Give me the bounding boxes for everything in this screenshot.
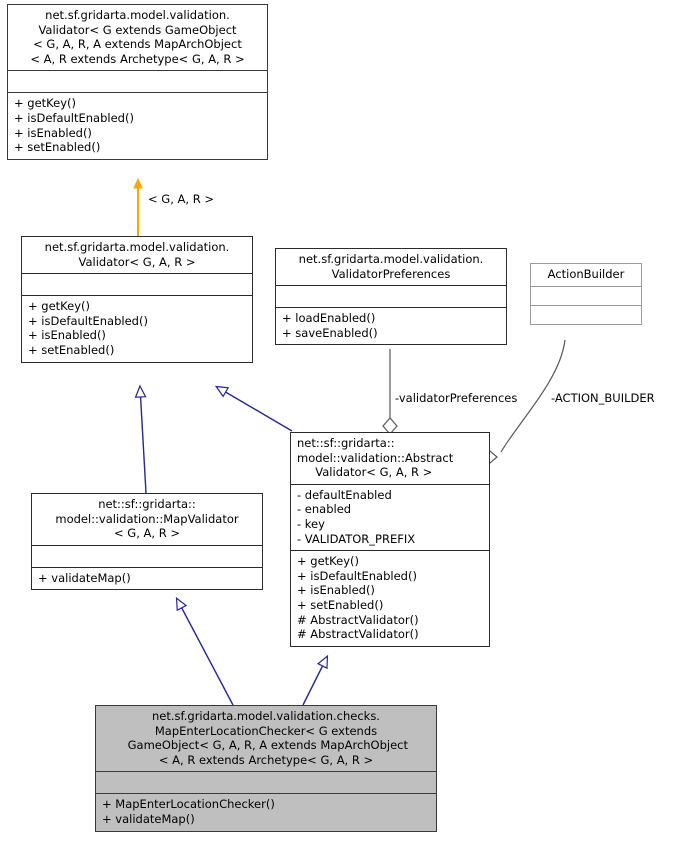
class-operations-abstract-validator: + getKey() + isDefaultEnabled() + isEnab… [291, 550, 489, 646]
class-box-abstract-validator[interactable]: net::sf::gridarta:: model::validation::A… [290, 432, 490, 647]
class-operations-map-validator: + validateMap() [32, 566, 262, 590]
class-attributes-action-builder [531, 285, 641, 305]
class-operations-map-enter-location-checker: + MapEnterLocationChecker() + validateMa… [96, 793, 436, 830]
edge-label-type-parameters: < G, A, R > [148, 192, 214, 206]
class-title-map-enter-location-checker: net.sf.gridarta.model.validation.checks.… [127, 709, 409, 767]
edge-abstract-validator-to-validator-gar [214, 385, 293, 432]
class-title-validator-preferences: net.sf.gridarta.model.validation. Valida… [298, 252, 484, 281]
class-operations-validator-full: + getKey() + isDefaultEnabled() + isEnab… [8, 92, 267, 158]
edge-label-validator-preferences-role: -validatorPreferences [395, 391, 518, 405]
edge-map-validator-to-validator-gar [134, 384, 147, 494]
class-operations-action-builder [531, 304, 641, 324]
class-attributes-validator-preferences [276, 285, 506, 307]
class-attributes-validator-full [8, 70, 267, 92]
edge-label-action-builder-role: -ACTION_BUILDER [551, 391, 655, 405]
edge-checker-to-abstract-validator [302, 654, 329, 706]
class-title-validator-full: net.sf.gridarta.model.validation. Valida… [30, 8, 245, 66]
class-title-map-validator: net::sf::gridarta:: model::validation::M… [55, 497, 239, 541]
class-attributes-validator-gar [22, 273, 252, 295]
class-operations-validator-gar: + getKey() + isDefaultEnabled() + isEnab… [22, 295, 252, 361]
class-attributes-map-enter-location-checker [96, 771, 436, 793]
class-box-validator-preferences[interactable]: net.sf.gridarta.model.validation. Valida… [275, 248, 507, 346]
class-title-validator-gar: net.sf.gridarta.model.validation. Valida… [44, 240, 230, 269]
class-box-map-enter-location-checker[interactable]: net.sf.gridarta.model.validation.checks.… [95, 705, 437, 832]
class-attributes-map-validator [32, 544, 262, 567]
class-title-abstract-validator: net::sf::gridarta:: model::validation::A… [297, 436, 454, 480]
class-operations-validator-preferences: + loadEnabled() + saveEnabled() [276, 307, 506, 344]
class-box-map-validator[interactable]: net::sf::gridarta:: model::validation::M… [31, 493, 263, 591]
class-box-validator-full[interactable]: net.sf.gridarta.model.validation. Valida… [7, 4, 268, 160]
class-box-action-builder[interactable]: ActionBuilder [530, 263, 642, 325]
class-attributes-abstract-validator: - defaultEnabled - enabled - key - VALID… [291, 483, 489, 550]
edge-checker-to-map-validator [175, 596, 234, 706]
class-title-action-builder: ActionBuilder [547, 267, 625, 281]
class-box-validator-gar[interactable]: net.sf.gridarta.model.validation. Valida… [21, 236, 253, 363]
